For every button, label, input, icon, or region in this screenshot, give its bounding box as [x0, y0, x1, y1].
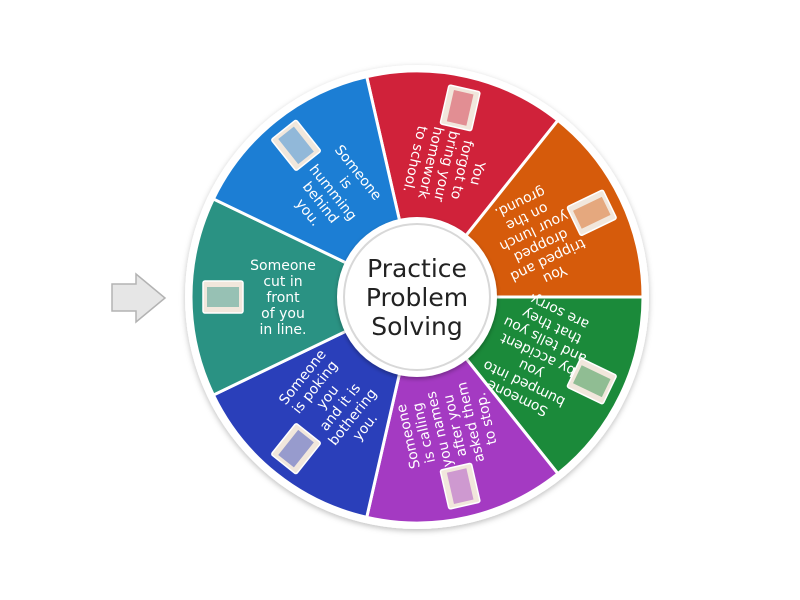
photo-detail — [278, 429, 314, 468]
center-label-line: Solving — [371, 312, 463, 341]
swimmer-photo — [566, 357, 617, 405]
kids-group-photo — [271, 119, 321, 171]
center-label-line: Practice — [367, 254, 467, 283]
segment-label-line: cut in — [263, 274, 302, 290]
photo-detail — [446, 468, 474, 504]
segment-label-line: Someone — [250, 258, 316, 274]
pointer-arrow-icon[interactable] — [111, 272, 167, 324]
line-of-people-photo — [202, 280, 244, 314]
center-label-line: Problem — [366, 283, 468, 312]
photo-detail — [446, 90, 474, 126]
homework-photo — [439, 84, 481, 132]
segment-label-line: You — [467, 159, 488, 187]
segment-label-line: of you — [261, 306, 305, 322]
poking-finger-photo — [271, 423, 321, 475]
photo-detail — [278, 126, 314, 165]
photo-detail — [207, 287, 239, 307]
center-hub — [343, 223, 491, 371]
name-calling-cartoon — [439, 462, 481, 510]
dropped-lunch-photo — [566, 189, 617, 237]
segment-label-line: in line. — [260, 322, 307, 338]
wheel-segment — [189, 196, 421, 398]
photo-detail — [573, 196, 611, 229]
segment-label-line: front — [266, 290, 300, 306]
photo-detail — [573, 365, 611, 398]
